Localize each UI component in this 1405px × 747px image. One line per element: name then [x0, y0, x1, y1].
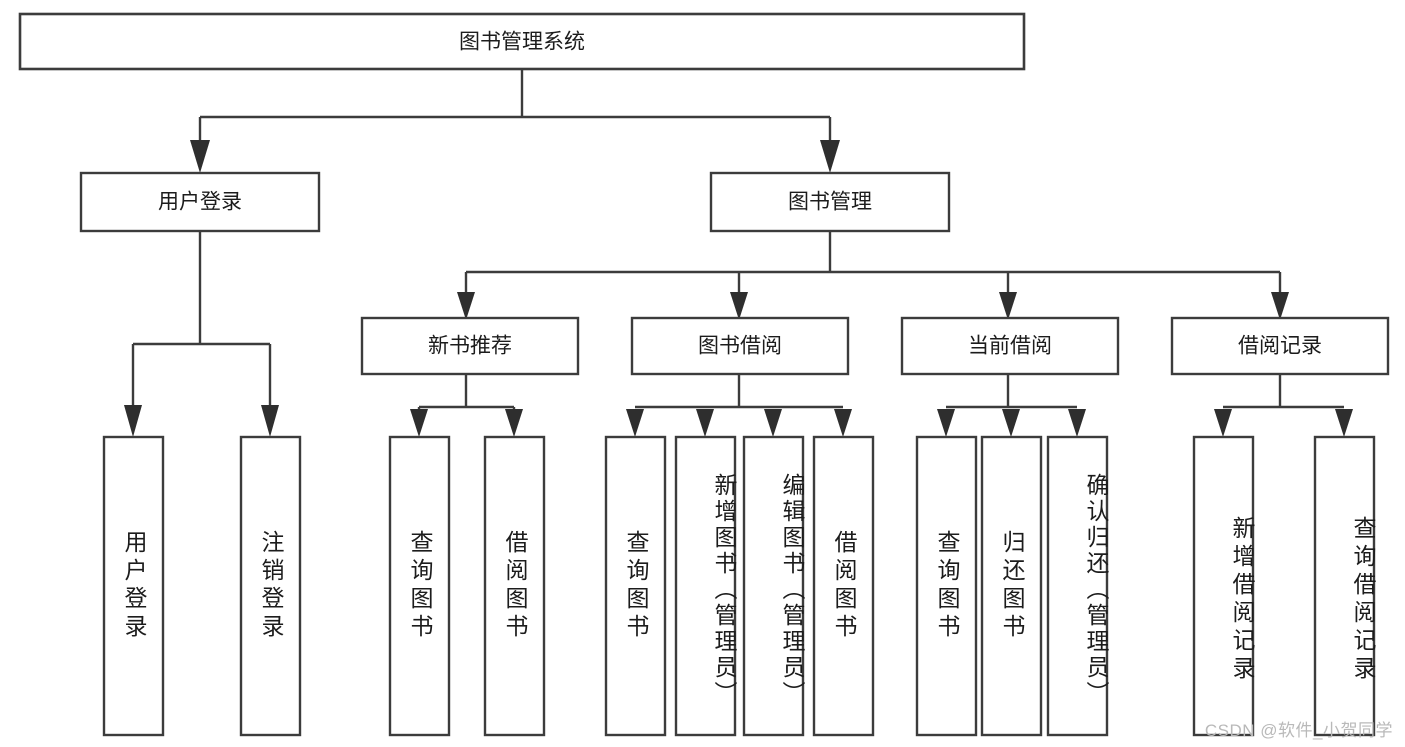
node-leaf-query-book-2[interactable]: [604, 435, 667, 737]
node-new-book-rec-box[interactable]: [360, 316, 580, 376]
node-book-borrow-box[interactable]: [630, 316, 850, 376]
node-leaf-edit-book[interactable]: [742, 435, 805, 737]
node-user-login-box[interactable]: [79, 171, 321, 233]
node-current-borrow-label: 当前借阅: [968, 335, 1052, 358]
node-root-box[interactable]: [18, 12, 1026, 71]
node-borrow-record[interactable]: 借阅记录: [1170, 316, 1390, 376]
arrow-leaf-confirm-return: [1068, 409, 1086, 437]
arrow-leaf-query-book-3: [937, 409, 955, 437]
node-new-book-rec[interactable]: 新书推荐: [360, 316, 580, 376]
arrow-book-borrow: [730, 292, 748, 320]
node-book-manage-label: 图书管理: [788, 191, 872, 214]
node-leaf-add-book-box[interactable]: [674, 435, 737, 737]
node-leaf-query-book-3[interactable]: [915, 435, 978, 737]
arrow-leaf-logout: [261, 405, 279, 437]
arrow-leaf-query-record: [1335, 409, 1353, 437]
arrow-leaf-add-book: [696, 409, 714, 437]
node-book-manage[interactable]: 图书管理: [709, 171, 951, 233]
node-borrow-record-box[interactable]: [1170, 316, 1390, 376]
node-leaf-query-book-2-box[interactable]: [604, 435, 667, 737]
arrow-borrow-record: [1271, 292, 1289, 320]
node-root-label: 图书管理系统: [459, 31, 585, 54]
arrow-leaf-add-record: [1214, 409, 1232, 437]
node-leaf-borrow-book-2-box[interactable]: [812, 435, 875, 737]
node-user-login-label: 用户登录: [158, 191, 242, 214]
node-leaf-add-record[interactable]: [1192, 435, 1255, 737]
node-leaf-query-book-1-box[interactable]: [388, 435, 451, 737]
node-leaf-user-login[interactable]: [102, 435, 165, 737]
node-user-login[interactable]: 用户登录: [79, 171, 321, 233]
node-leaf-edit-book-box[interactable]: [742, 435, 805, 737]
node-leaf-query-record[interactable]: [1313, 435, 1376, 737]
node-leaf-confirm-return[interactable]: [1046, 435, 1109, 737]
node-leaf-query-book-3-box[interactable]: [915, 435, 978, 737]
node-leaf-logout[interactable]: [239, 435, 302, 737]
arrow-leaf-return-book: [1002, 409, 1020, 437]
node-current-borrow[interactable]: 当前借阅: [900, 316, 1120, 376]
node-book-manage-box[interactable]: [709, 171, 951, 233]
arrow-to-user-login: [190, 140, 210, 173]
arrow-leaf-borrow-book-1: [505, 409, 523, 437]
node-leaf-return-book[interactable]: [980, 435, 1043, 737]
arrow-leaf-query-book-2: [626, 409, 644, 437]
node-leaf-confirm-return-box[interactable]: [1046, 435, 1109, 737]
arrow-leaf-user-login: [124, 405, 142, 437]
arrow-leaf-edit-book: [764, 409, 782, 437]
node-book-borrow[interactable]: 图书借阅: [630, 316, 850, 376]
arrow-to-book-manage: [820, 140, 840, 173]
arrow-current-borrow: [999, 292, 1017, 320]
node-leaf-query-record-box[interactable]: [1313, 435, 1376, 737]
node-leaf-add-record-box[interactable]: [1192, 435, 1255, 737]
node-leaf-borrow-book-1[interactable]: [483, 435, 546, 737]
node-leaf-logout-box[interactable]: [239, 435, 302, 737]
node-book-borrow-label: 图书借阅: [698, 335, 782, 358]
node-leaf-add-book[interactable]: [674, 435, 737, 737]
arrow-new-book-rec: [457, 292, 475, 320]
node-leaf-borrow-book-2[interactable]: [812, 435, 875, 737]
node-leaf-user-login-box[interactable]: [102, 435, 165, 737]
arrow-leaf-borrow-book-2: [834, 409, 852, 437]
node-new-book-rec-label: 新书推荐: [428, 335, 512, 358]
node-leaf-query-book-1[interactable]: [388, 435, 451, 737]
arrow-leaf-query-book-1: [410, 409, 428, 437]
node-borrow-record-label: 借阅记录: [1238, 335, 1322, 358]
connector-layer: [124, 69, 1353, 437]
node-leaf-return-book-box[interactable]: [980, 435, 1043, 737]
node-leaf-borrow-book-1-box[interactable]: [483, 435, 546, 737]
node-root[interactable]: 图书管理系统: [18, 12, 1026, 71]
node-current-borrow-box[interactable]: [900, 316, 1120, 376]
